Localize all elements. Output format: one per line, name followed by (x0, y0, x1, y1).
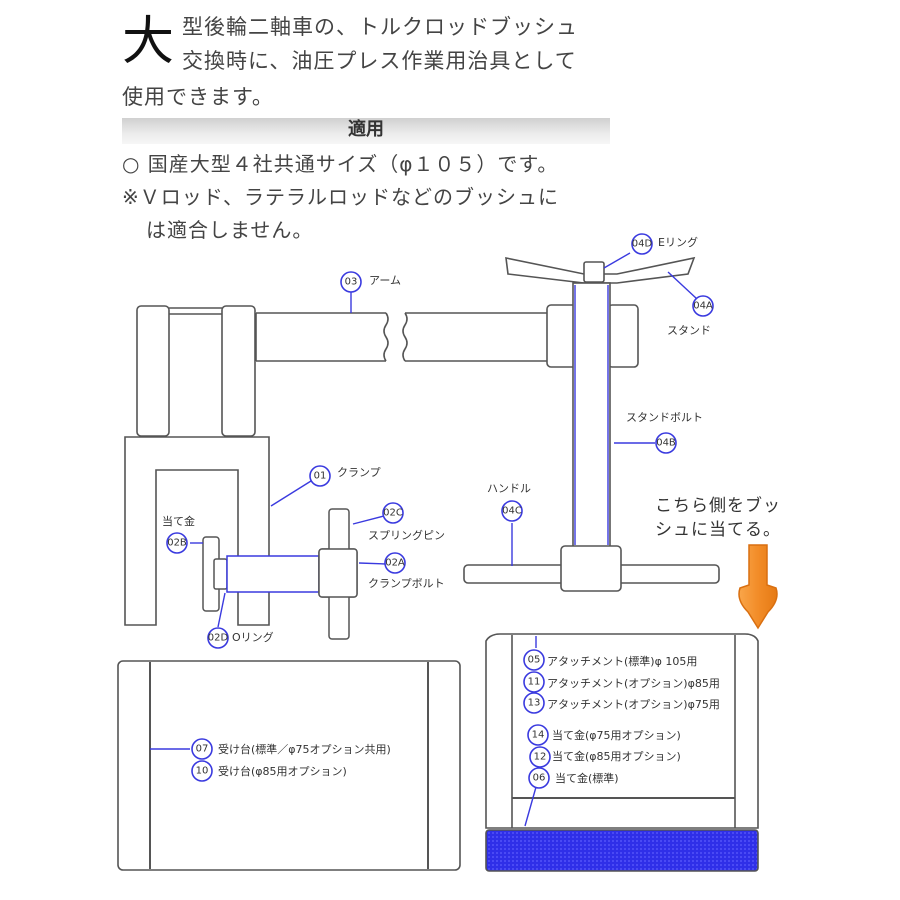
label-stand: スタンド (667, 324, 711, 337)
arm (255, 304, 639, 368)
callout-number-04d: 04D (632, 239, 653, 250)
callout-number-06: 06 (533, 773, 546, 784)
attachment-assembly (485, 633, 759, 872)
section-header-bar: 適用 (122, 118, 610, 144)
label-plate-standard: 当て金(標準) (555, 771, 619, 785)
label-stand-bolt: スタンドボルト (626, 411, 703, 424)
stand-bolt (572, 282, 611, 549)
callout-circles: 03 04D 04A 04B 04C 01 02C 02A 02B 02D 07 10 05 11 13 14… (166, 233, 714, 789)
label-receiver-85: 受け台(φ85用オプション) (218, 764, 347, 778)
callout-circle-02c (382, 502, 404, 524)
handle-hub (560, 545, 622, 592)
clamp-u-frame (124, 436, 270, 626)
label-attachment-85: アタッチメント(オプション)φ85用 (547, 677, 720, 690)
callout-leaders (150, 252, 698, 827)
stand-assembly (463, 256, 720, 592)
callout-circle-01 (309, 465, 331, 487)
callout-circle-10 (191, 760, 213, 782)
label-o-ring: Oリング (232, 630, 274, 644)
intro-line-2: 交換時に、油圧プレス作業用治具として (182, 49, 577, 73)
callout-number-02d: 02D (208, 633, 229, 644)
clamp-bolt (202, 508, 358, 640)
push-side-note: こちら側をブッ シュに当てる。 (655, 494, 781, 542)
callout-circle-07 (191, 738, 213, 760)
callout-circle-02b (166, 532, 188, 554)
label-attachment-105: アタッチメント(標準)φ 105用 (547, 654, 697, 668)
callout-circle-04c (501, 500, 523, 522)
push-note-line-1: こちら側をブッ (655, 496, 781, 516)
callout-number-03: 03 (345, 277, 358, 288)
callout-circle-12 (529, 746, 551, 768)
label-attachment-75: アタッチメント(オプション)φ75用 (547, 698, 720, 711)
drop-cap: 大 (122, 12, 175, 72)
clamp-post-right (221, 305, 256, 437)
callout-circle-14 (527, 724, 549, 746)
label-handle: ハンドル (487, 482, 531, 495)
callout-number-05: 05 (528, 655, 541, 666)
label-plate-75: 当て金(φ75用オプション) (552, 728, 681, 742)
clamp-body (124, 305, 270, 626)
section-title: 適用 (348, 119, 384, 140)
label-clamp-bolt: クランプボルト (368, 577, 445, 590)
callout-circle-02d (207, 627, 229, 649)
callout-number-02c: 02C (383, 508, 403, 519)
callout-circle-04b (655, 432, 677, 454)
callout-number-07: 07 (196, 744, 209, 755)
callout-number-04a: 04A (693, 301, 713, 312)
clamp-post-left (136, 305, 170, 437)
callout-number-04c: 04C (502, 506, 522, 517)
callout-number-10: 10 (196, 766, 209, 777)
push-note-line-2: シュに当てる。 (655, 520, 781, 540)
arrow-down-icon (738, 544, 778, 630)
callout-number-02a: 02A (385, 558, 405, 569)
callout-circle-06 (528, 767, 550, 789)
callout-circle-04a (692, 295, 714, 317)
callout-circle-03 (340, 271, 362, 293)
intro-line-1: 型後輪二軸車の、トルクロッドブッシュ (182, 15, 578, 39)
applicability-line-2: ※Ｖロッド、ラテラルロッドなどのブッシュに (122, 185, 559, 209)
callout-circle-11 (523, 671, 545, 693)
callout-number-01: 01 (314, 471, 327, 482)
callout-circle-05 (523, 649, 545, 671)
callout-number-02b: 02B (167, 538, 187, 549)
label-arm: アーム (369, 274, 401, 287)
callout-circle-13 (523, 692, 545, 714)
label-receiver-standard: 受け台(標準／φ75オプション共用) (218, 742, 391, 756)
callout-number-04b: 04B (656, 438, 676, 449)
applicability-line-1: ○ 国産大型４社共通サイズ（φ１０５）です。 (122, 152, 559, 176)
label-e-ring: Eリング (658, 235, 698, 249)
label-plate-85: 当て金(φ85用オプション) (552, 749, 681, 763)
callout-circle-02a (384, 552, 406, 574)
rubber-pad (485, 829, 759, 872)
receiver-base (117, 660, 461, 871)
intro-line-3: 使用できます。 (122, 85, 274, 109)
label-backing-plate: 当て金 (162, 514, 195, 528)
callout-number-12: 12 (534, 752, 547, 763)
label-clamp: クランプ (337, 466, 381, 479)
callout-number-14: 14 (532, 730, 545, 741)
callout-circle-04d (631, 233, 653, 255)
label-spring-pin: スプリングピン (368, 528, 445, 542)
callout-number-13: 13 (528, 698, 541, 709)
callout-number-11: 11 (528, 677, 541, 688)
applicability-line-3: は適合しません。 (146, 218, 314, 242)
